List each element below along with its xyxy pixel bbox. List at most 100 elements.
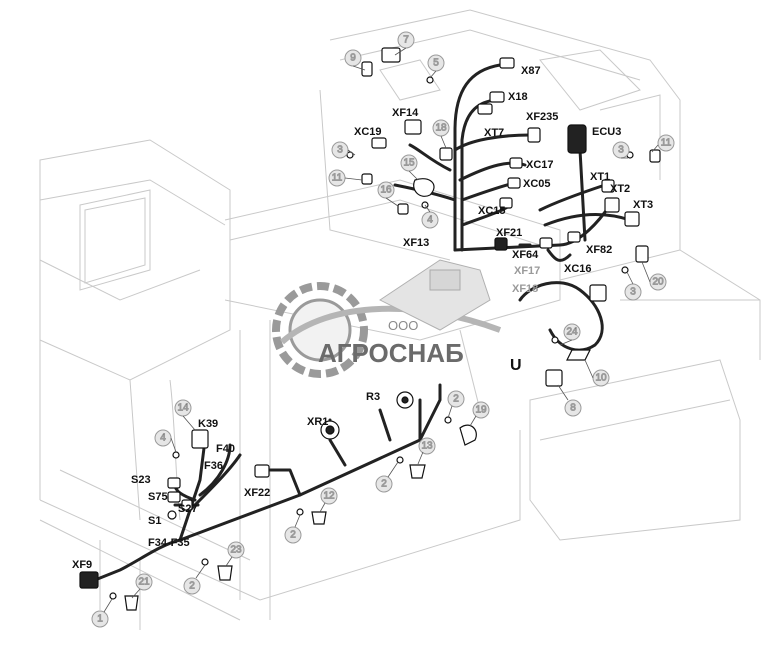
bracket-7[interactable] xyxy=(381,47,401,63)
ecu3-module[interactable] xyxy=(567,124,587,154)
connector-xt3[interactable] xyxy=(624,211,640,227)
svg-text:4: 4 xyxy=(427,215,433,226)
connector-xf82[interactable] xyxy=(567,231,581,243)
plate-10[interactable] xyxy=(566,349,591,361)
callout-12: 12 xyxy=(320,487,338,505)
svg-text:21: 21 xyxy=(138,577,150,588)
connector-x18[interactable] xyxy=(489,91,505,103)
label-ecu3: ECU3 xyxy=(592,126,621,138)
label-f36: F36 xyxy=(204,460,223,472)
label-s75: S75 xyxy=(148,491,168,503)
svg-text:7: 7 xyxy=(403,35,409,46)
connector-xc19[interactable] xyxy=(371,137,387,149)
clip-11-left[interactable] xyxy=(361,173,373,185)
svg-text:12: 12 xyxy=(323,491,335,502)
label-xf22: XF22 xyxy=(244,487,270,499)
callout-1: 1 xyxy=(91,610,109,628)
clip-23[interactable] xyxy=(217,565,233,581)
callout-16: 16 xyxy=(377,181,395,199)
connector-xf64[interactable] xyxy=(539,237,553,249)
callout-2-r2: 2 xyxy=(375,475,393,493)
connector-xc16[interactable] xyxy=(589,284,607,302)
svg-text:5: 5 xyxy=(433,58,439,69)
svg-text:4: 4 xyxy=(160,433,166,444)
callout-4-lower: 4 xyxy=(154,429,172,447)
gear-icon xyxy=(272,282,368,378)
callout-11-left: 11 xyxy=(328,169,346,187)
connector-xc05[interactable] xyxy=(507,177,521,189)
bracket-8[interactable] xyxy=(545,369,563,387)
callout-19: 19 xyxy=(472,401,490,419)
label-f34-f35: F34-F35 xyxy=(148,537,190,549)
callout-3-mid: 3 xyxy=(624,283,642,301)
svg-text:1: 1 xyxy=(97,614,103,625)
label-xt3: XT3 xyxy=(633,199,653,211)
connector-xf235[interactable] xyxy=(527,127,541,143)
clip-11-right[interactable] xyxy=(649,149,661,163)
svg-text:15: 15 xyxy=(403,158,415,169)
callout-2-r3: 2 xyxy=(284,526,302,544)
connector-xt7[interactable] xyxy=(477,103,493,115)
label-xc17: XC17 xyxy=(526,159,554,171)
label-x87: X87 xyxy=(521,65,541,77)
bracket-20[interactable] xyxy=(635,245,649,263)
clip-13[interactable] xyxy=(409,464,426,479)
svg-text:14: 14 xyxy=(177,403,189,414)
callout-8: 8 xyxy=(564,399,582,417)
connector-xc17[interactable] xyxy=(509,157,523,169)
connector-x87[interactable] xyxy=(499,57,515,69)
label-f40: F40 xyxy=(216,443,235,455)
svg-text:23: 23 xyxy=(230,545,242,556)
connector-xf14[interactable] xyxy=(404,119,422,135)
harness-wires xyxy=(93,63,632,582)
callout-18: 18 xyxy=(432,119,450,137)
svg-text:2: 2 xyxy=(453,394,459,405)
leader-lines xyxy=(103,47,659,613)
callout-3-right: 3 xyxy=(612,141,630,159)
callout-7: 7 xyxy=(397,31,415,49)
clip-16[interactable] xyxy=(397,203,409,215)
clip-19[interactable] xyxy=(459,424,477,446)
callout-15: 15 xyxy=(400,154,418,172)
label-r3: R3 xyxy=(366,391,380,403)
svg-text:9: 9 xyxy=(350,53,356,64)
svg-text:11: 11 xyxy=(661,138,672,149)
plate-9[interactable] xyxy=(361,61,373,77)
callout-11-right: 11 xyxy=(657,134,675,152)
svg-text:13: 13 xyxy=(421,441,433,452)
svg-text:3: 3 xyxy=(337,145,343,156)
connector-xc15[interactable] xyxy=(499,197,513,209)
combine-harvester-icon xyxy=(379,259,491,331)
label-k39: K39 xyxy=(198,418,218,430)
connector-xt2[interactable] xyxy=(604,197,620,213)
connector-xf22[interactable] xyxy=(254,464,270,478)
svg-text:16: 16 xyxy=(380,185,392,196)
svg-text:24: 24 xyxy=(566,327,578,338)
watermark-logo: ООО АГРОСНАБ xyxy=(272,259,502,378)
label-xf14: XF14 xyxy=(392,107,419,119)
switch-s27[interactable] xyxy=(181,499,193,511)
switch-s23[interactable] xyxy=(167,477,181,489)
clip-21[interactable] xyxy=(124,595,139,611)
label-x18: X18 xyxy=(508,91,528,103)
connector-xf21[interactable] xyxy=(494,237,508,251)
label-xr1: XR1 xyxy=(307,416,328,428)
clip-12[interactable] xyxy=(311,511,327,525)
clip-18[interactable] xyxy=(439,147,453,161)
relay-k39[interactable] xyxy=(191,429,209,449)
switch-s75[interactable] xyxy=(167,491,181,503)
callout-14: 14 xyxy=(174,399,192,417)
label-xt7: XT7 xyxy=(484,127,504,139)
label-xt2: XT2 xyxy=(610,183,630,195)
svg-text:8: 8 xyxy=(570,403,576,414)
tie-15[interactable] xyxy=(413,178,435,197)
label-s23: S23 xyxy=(131,474,151,486)
connector-xf9[interactable] xyxy=(79,571,99,589)
switch-s1[interactable] xyxy=(167,510,177,520)
watermark-brand: АГРОСНАБ xyxy=(318,338,464,368)
connector-xt1[interactable] xyxy=(601,179,615,193)
connector-labels: X87 X18 XF235 XT7 ECU3 XF14 XC19 XC17 XC… xyxy=(72,65,653,571)
callout-4-upper: 4 xyxy=(421,211,439,229)
svg-text:3: 3 xyxy=(618,145,624,156)
